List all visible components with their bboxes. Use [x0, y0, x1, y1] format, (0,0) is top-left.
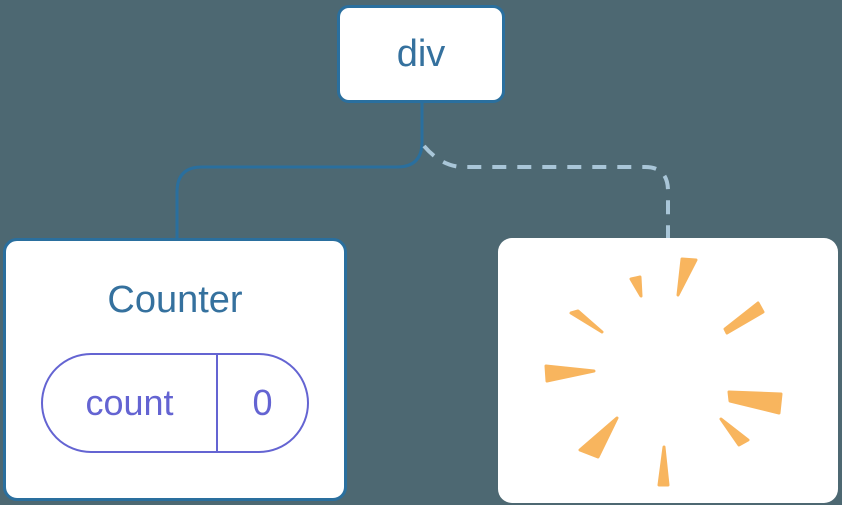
poof-icon: [544, 257, 783, 487]
state-badge: count 0: [41, 353, 309, 453]
state-key-cell: count: [43, 355, 218, 451]
state-key-label: count: [85, 382, 174, 423]
root-node-label: div: [396, 33, 446, 75]
state-value-label: 0: [252, 382, 273, 423]
state-value-cell: 0: [218, 355, 307, 451]
root-node-div: div: [337, 5, 505, 103]
dashed-connector-line: [422, 144, 670, 240]
counter-component-node: Counter count 0: [3, 238, 347, 501]
removed-component-node: [498, 238, 838, 503]
solid-connector-line: [175, 103, 424, 240]
component-title: Counter: [107, 279, 243, 321]
